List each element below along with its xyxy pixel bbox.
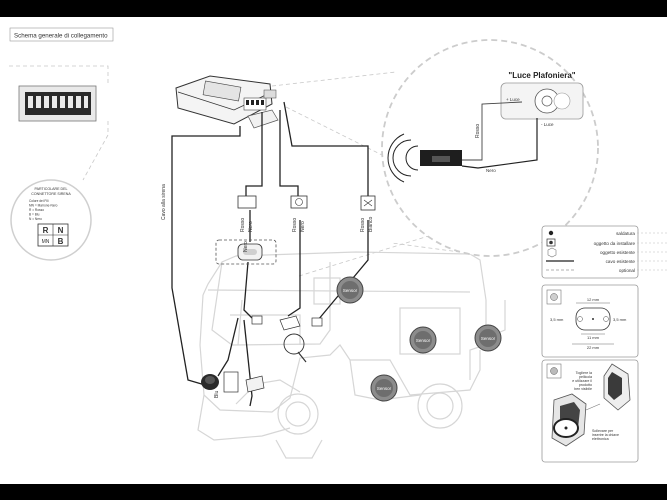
dim-inner: 11 mm xyxy=(587,335,600,340)
key-text-bottom-1: inserire la chiave xyxy=(592,433,619,437)
label-nero-2: Nero xyxy=(300,221,306,232)
connector-heading-1: PARTICOLARE DEL xyxy=(34,187,67,191)
zoom-luce-plafoniera: "Luce Plafoniera" + Luce - Luce Rosso Ne… xyxy=(381,39,599,257)
remote-module xyxy=(18,85,97,122)
legend-item-installare: oggetto da installare xyxy=(594,241,636,246)
dim-height-right: 3,5 mm xyxy=(613,317,627,322)
bottom-black-band xyxy=(0,484,667,500)
label-antenna: Cavo alla sirena xyxy=(161,184,167,220)
connector-detail: PARTICOLARE DEL CONNETTORE SIRENA Colore… xyxy=(10,179,92,261)
wire-connectors xyxy=(215,195,376,265)
sensor-badge-4-text: Sensor xyxy=(377,386,392,391)
wires xyxy=(171,101,369,407)
legend-item-cavo: cavo esistente xyxy=(606,259,636,264)
sensor-badges: Sensor Sensor Sensor Sensor xyxy=(336,276,502,402)
label-blu: Blu xyxy=(214,391,220,398)
key-text-top-3: prodotto xyxy=(579,383,592,387)
control-unit xyxy=(175,75,279,129)
sensor-badge-1-text: Sensor xyxy=(343,288,358,293)
color-key-1: MN = Marrone-Nero xyxy=(29,204,58,208)
sensor-badge-2: Sensor xyxy=(409,326,437,354)
key-text-top-2: e utilizzare il xyxy=(572,379,592,383)
diagram-title: Schema generale di collegamento xyxy=(14,33,108,40)
key-text-bottom-2: elettronica xyxy=(592,437,609,441)
label-rosso-2: Rosso xyxy=(292,218,298,232)
zoom-title: "Luce Plafoniera" xyxy=(508,71,575,80)
dim-bottom: 22 mm xyxy=(587,345,600,350)
color-key-2: R = Rosso xyxy=(29,208,44,212)
title-box: Schema generale di collegamento xyxy=(9,27,114,42)
zoom-plus-luce: + Luce xyxy=(506,97,520,102)
legend-panel: saldatura oggetto da installare oggetto … xyxy=(541,225,667,279)
color-key-4: N = Nero xyxy=(29,217,42,221)
top-black-band xyxy=(0,0,667,17)
label-nero-1: Nero xyxy=(248,221,254,232)
label-rosso-3: Rosso xyxy=(360,218,366,232)
siren-devices xyxy=(201,315,323,393)
legend-item-saldatura: saldatura xyxy=(616,231,635,236)
pin-n: N xyxy=(58,226,64,235)
zoom-nero: Nero xyxy=(486,168,496,173)
color-key-0: Colore dei Fili xyxy=(29,199,49,203)
label-nero-3: Nero xyxy=(243,241,249,252)
dim-height-left: 3,5 mm xyxy=(550,317,564,322)
key-text-top-1: pellicola xyxy=(579,375,592,379)
color-key-3: B = Blu xyxy=(29,213,40,217)
pin-mn: MN xyxy=(42,239,50,245)
legend-item-optional: optional xyxy=(619,268,635,273)
zoom-minus-luce: - Luce xyxy=(541,122,554,127)
label-bianco: Bianco xyxy=(368,216,374,232)
sensor-badge-3-text: Sensor xyxy=(481,336,496,341)
key-panel: Togliere la pellicola e utilizzare il pr… xyxy=(541,359,639,463)
sensor-badge-3: Sensor xyxy=(474,324,502,352)
dimensions-panel: 12 mm 3,5 mm 3,5 mm 11 mm 22 mm xyxy=(541,284,639,358)
dim-width: 12 mm xyxy=(587,297,600,302)
sensor-badge-1: Sensor xyxy=(336,276,364,304)
sensor-badge-4: Sensor xyxy=(370,374,398,402)
pin-b: B xyxy=(58,237,64,246)
zoom-rosso: Rosso xyxy=(475,124,481,138)
connector-heading-2: CONNETTORE SIRENA xyxy=(31,192,71,196)
sensor-badge-2-text: Sensor xyxy=(416,338,431,343)
key-text-top-0: Togliere la xyxy=(576,371,592,375)
legend-item-esistente: oggetto esistente xyxy=(600,250,635,255)
label-rosso-1: Rosso xyxy=(240,218,246,232)
pin-r: R xyxy=(43,226,49,235)
key-text-top-4: ben visibile xyxy=(574,387,592,391)
key-text-bottom-0: Sollevare per xyxy=(592,429,614,433)
